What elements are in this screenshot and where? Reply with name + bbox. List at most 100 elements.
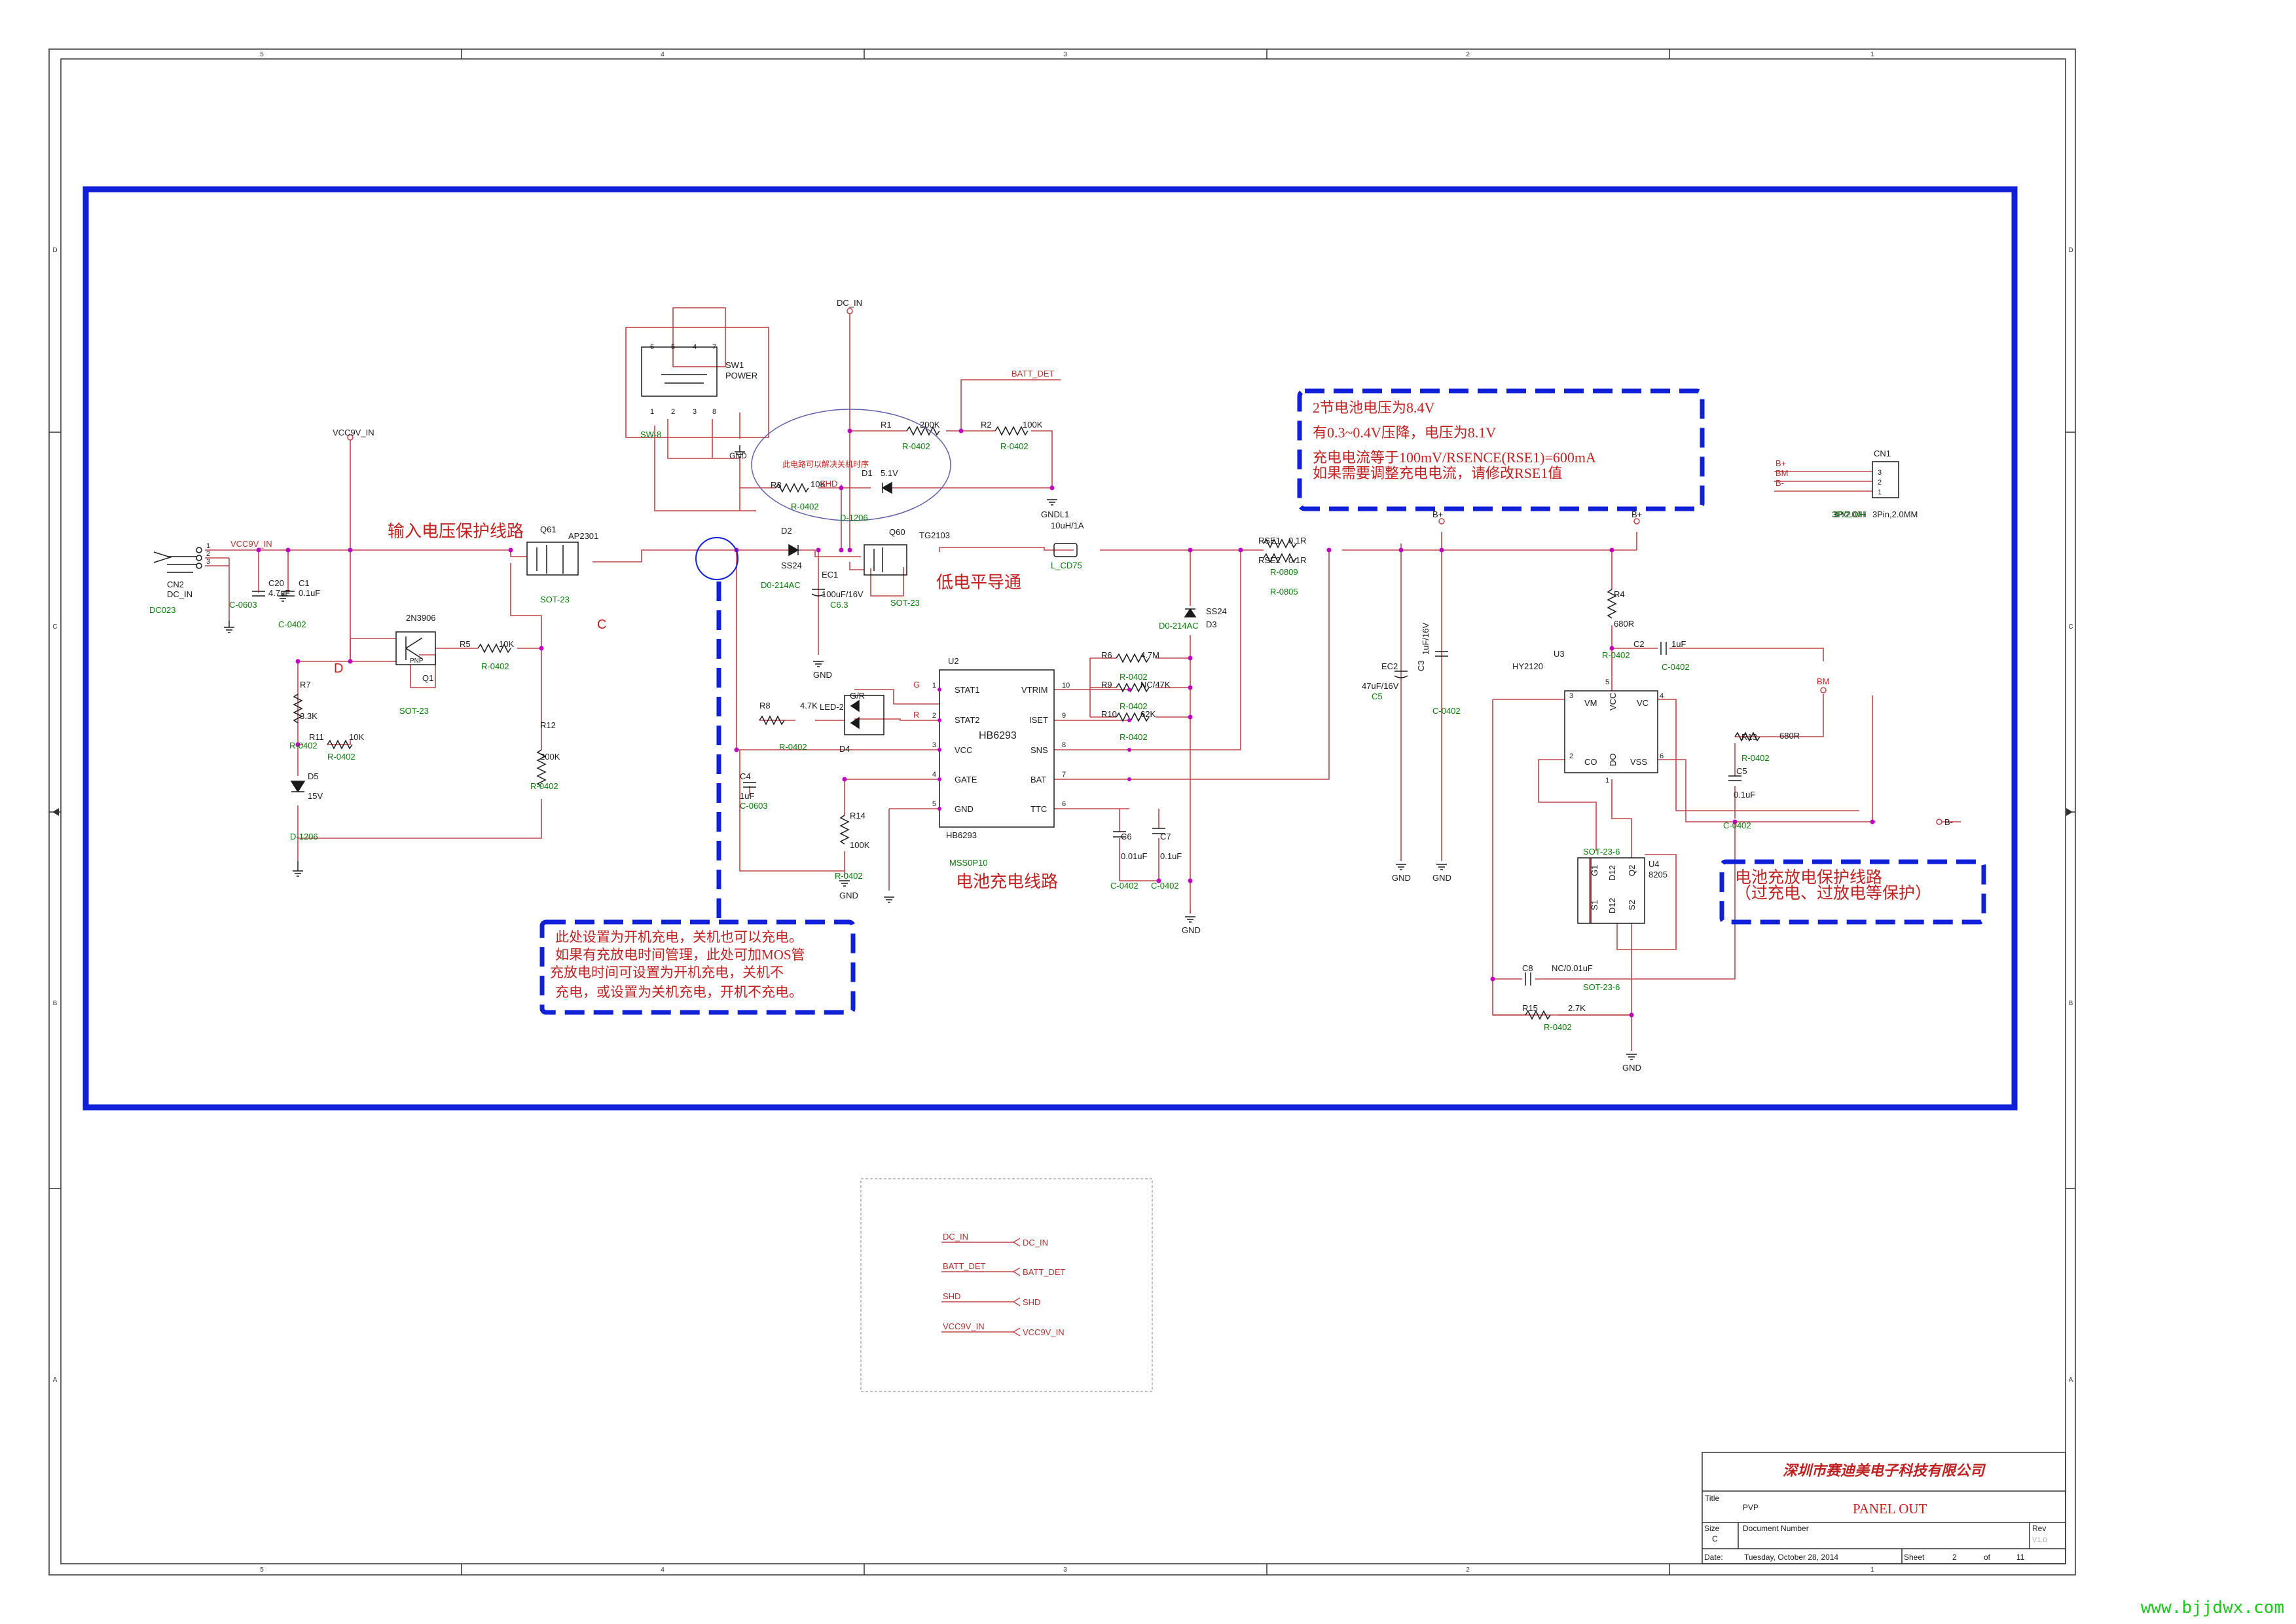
- d5-value: 15V: [308, 791, 323, 801]
- note-top-right-1: 2节电池电压为8.4V: [1313, 399, 1435, 416]
- d1-ref: D1: [862, 468, 873, 478]
- rse2-symbol: [1263, 553, 1297, 563]
- r12-footprint: R-0402: [530, 781, 558, 791]
- port-shd[interactable]: SHD SHD: [941, 1291, 1040, 1307]
- port-dc-in[interactable]: DC_IN DC_IN: [941, 1232, 1048, 1247]
- bm-label: BM: [1817, 676, 1830, 686]
- q60-footprint: SOT-23: [890, 598, 920, 608]
- u2-pin-num: 7: [1062, 771, 1066, 779]
- c7-footprint: C-0402: [1151, 881, 1179, 891]
- u4-pin-s2: S2: [1627, 900, 1637, 910]
- gnd-label: GND: [1392, 873, 1411, 883]
- d4-body: [844, 695, 884, 735]
- note-bottom-left-3: 充放电时间可设置为开机充电，关机不: [550, 965, 784, 980]
- u3-pin-do: DO: [1608, 754, 1618, 767]
- port-left-label: DC_IN: [943, 1232, 968, 1242]
- u4-pin-d12: D12: [1607, 865, 1617, 881]
- r10-ref: R10: [1101, 709, 1117, 719]
- r10-value: 62K: [1140, 709, 1156, 719]
- vcc9v-in-net: VCC9V_IN: [230, 539, 272, 549]
- rse1-ref: RSE1: [1258, 536, 1281, 545]
- ec2-ref: EC2: [1381, 661, 1398, 671]
- u2-pin-vcc: VCC: [955, 745, 972, 755]
- q61-part: AP2301: [568, 531, 598, 541]
- sw-pin: 5: [671, 343, 675, 351]
- sw-pin: 1: [650, 408, 654, 416]
- of-value: 11: [2016, 1553, 2025, 1562]
- gnd-symbols: [224, 445, 1637, 1060]
- row-letter: B: [2069, 1000, 2073, 1007]
- r11-ref: R11: [309, 732, 324, 742]
- col-number: 4: [661, 1566, 665, 1574]
- cn1-bm: BM: [1776, 468, 1789, 478]
- q61-footprint: SOT-23: [540, 595, 570, 604]
- r11-symbol: [327, 739, 353, 750]
- company-name: 深圳市赛迪美电子科技有限公司: [1783, 1462, 1986, 1479]
- u4-pin-s1: S1: [1590, 900, 1599, 910]
- u4-pin-q2: Q2: [1627, 865, 1637, 876]
- c5-symbol: [1728, 775, 1741, 781]
- d4-ref: D4: [839, 744, 850, 754]
- date-label: Date:: [1704, 1553, 1723, 1562]
- u3-part: HY2120: [1512, 661, 1543, 671]
- r2-ref: R2: [981, 420, 992, 430]
- r1-footprint: R-0402: [902, 441, 930, 451]
- col-number: 1: [1870, 1566, 1874, 1574]
- u3-pin-num: 2: [1569, 752, 1573, 760]
- cn1-bplus: B+: [1776, 458, 1786, 468]
- c3-footprint: C-0402: [1432, 706, 1461, 716]
- gnd-label: GND: [839, 891, 858, 900]
- note-bottom-left-1: 此处设置为开机充电，关机也可以充电。: [555, 929, 803, 945]
- r4-value: 680R: [1614, 619, 1634, 629]
- of-label: of: [1984, 1553, 1991, 1562]
- row-letter: D: [52, 247, 57, 254]
- ec1-ref: EC1: [822, 570, 838, 580]
- components: [153, 346, 1899, 1020]
- c6-footprint: C-0402: [1110, 881, 1139, 891]
- r7-ref: R7: [300, 680, 311, 690]
- d3-footprint: D0-214AC: [1159, 621, 1199, 631]
- u2-pin-iset: ISET: [1029, 715, 1048, 725]
- r5-symbol: [477, 643, 511, 654]
- r8-value: 4.7K: [800, 701, 818, 710]
- title-label: Title: [1705, 1494, 1720, 1503]
- r4-footprint: R-0402: [1602, 650, 1630, 660]
- u2-pin-stat2: STAT2: [955, 715, 980, 725]
- r5-footprint: R-0402: [481, 661, 509, 671]
- rse2-ref: RSE2: [1258, 555, 1281, 565]
- u2-pin-num: 10: [1062, 682, 1070, 690]
- row-letter: B: [53, 1000, 58, 1007]
- cn1-pin: 3: [1878, 469, 1882, 477]
- vcc9v-in-label: VCC9V_IN: [333, 428, 374, 437]
- c2-footprint: C-0402: [1662, 662, 1690, 672]
- q1-ref: Q1: [422, 673, 433, 683]
- gndl1-label: GNDL1: [1041, 509, 1069, 519]
- port-right-label: VCC9V_IN: [1023, 1327, 1065, 1337]
- cn1-bminus: B-: [1776, 478, 1784, 488]
- col-number: 5: [260, 51, 264, 58]
- r13-footprint: R-0402: [1741, 753, 1770, 763]
- sw-pin: 7: [712, 343, 716, 351]
- gnd-label: GND: [1432, 873, 1451, 883]
- sheet-label: Sheet: [1904, 1553, 1925, 1562]
- dc-jack-symbol: [153, 551, 196, 573]
- r14-footprint: R-0402: [835, 871, 863, 881]
- note-protect-title: 电池充放电保护线路: [1735, 868, 1882, 887]
- sw1-name: POWER: [725, 371, 757, 380]
- cn2-pin-label: 2: [206, 550, 210, 558]
- u4-pin-d12b: D12: [1607, 898, 1617, 913]
- c20-ref: C20: [268, 578, 284, 588]
- r13-value: 680R: [1779, 731, 1800, 741]
- u2-pin-num: 2: [932, 712, 936, 720]
- r8-footprint: R-0402: [779, 742, 807, 752]
- u4-footprint-top: SOT-23-6: [1583, 847, 1620, 857]
- c5-footprint: C-0402: [1723, 821, 1751, 830]
- c2-symbol: [1660, 642, 1667, 655]
- c4-value: 1uF: [740, 791, 754, 801]
- r7-symbol: [293, 693, 303, 724]
- r5-value: 10K: [499, 639, 514, 649]
- port-batt-det[interactable]: BATT_DET BATT_DET: [941, 1261, 1066, 1277]
- c8-symbol: [1525, 972, 1531, 986]
- port-vcc9v-in[interactable]: VCC9V_IN VCC9V_IN: [941, 1321, 1065, 1337]
